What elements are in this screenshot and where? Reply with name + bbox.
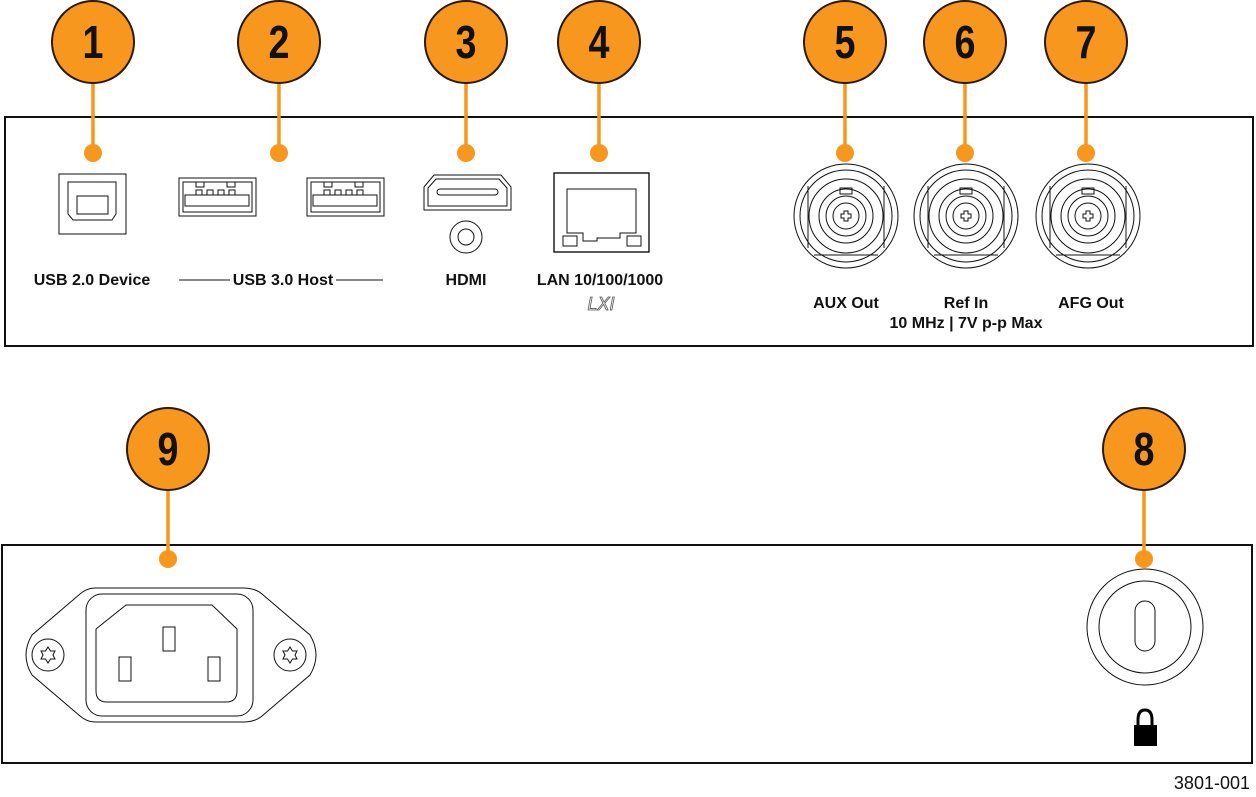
callout-number: 4 — [589, 16, 611, 67]
callout-number: 9 — [158, 423, 179, 474]
callout-bubble — [51, 0, 135, 84]
callout-bubble — [237, 0, 321, 84]
callout-dot — [84, 144, 102, 162]
audio-jack-icon — [449, 220, 483, 254]
callout-dot — [1077, 144, 1095, 162]
usb-host-label: USB 3.0 Host — [233, 272, 334, 289]
callout-dot — [457, 144, 475, 162]
callout-dot — [956, 144, 974, 162]
callout-marker: 3 — [424, 0, 508, 162]
callout-marker: 7 — [1044, 0, 1128, 162]
usb-a-port-icon — [306, 177, 385, 217]
callout-bubble — [557, 0, 641, 84]
rj45-port-icon — [553, 172, 650, 253]
callout-marker: 6 — [923, 0, 1007, 162]
security-lock-slot-icon — [1086, 568, 1204, 686]
ref-in-spec-label: 10 MHz | 7V p-p Max — [890, 315, 1043, 332]
callout-bubble — [126, 407, 210, 491]
callout-bubble — [1044, 0, 1128, 84]
hdmi-label: HDMI — [446, 272, 487, 289]
usb-device-label: USB 2.0 Device — [34, 272, 151, 289]
callout-bubble — [424, 0, 508, 84]
callout-bubble — [923, 0, 1007, 84]
callout-marker: 4 — [557, 0, 641, 162]
callout-marker: 8 — [1102, 407, 1186, 568]
callout-number: 5 — [835, 16, 856, 67]
usb-a-port-icon — [178, 177, 257, 217]
callout-marker: 9 — [126, 407, 210, 568]
figure-id: 3801-001 — [1174, 773, 1250, 793]
hdmi-port-icon — [423, 174, 512, 211]
ac-power-inlet-icon — [25, 587, 317, 723]
callout-bubble — [803, 0, 887, 84]
callout-marker: 2 — [237, 0, 321, 162]
ref-in-label: Ref In — [944, 295, 988, 312]
callout-number: 3 — [456, 16, 477, 67]
bnc-connector-icon — [913, 163, 1019, 269]
afg-out-label: AFG Out — [1058, 295, 1124, 312]
lxi-logo: LXI — [587, 294, 614, 314]
aux-out-label: AUX Out — [813, 295, 879, 312]
callout-marker: 5 — [803, 0, 887, 162]
bnc-connector-icon — [1035, 163, 1141, 269]
lan-label: LAN 10/100/1000 — [537, 272, 663, 289]
callout-number: 1 — [83, 16, 104, 67]
callout-bubble — [1102, 407, 1186, 491]
callout-dot — [590, 144, 608, 162]
callout-dot — [836, 144, 854, 162]
bottom-panel — [1, 544, 1253, 764]
screw-icon — [282, 646, 298, 664]
callout-marker: 1 — [51, 0, 135, 162]
callout-number: 6 — [955, 16, 976, 67]
padlock-icon — [1134, 708, 1157, 746]
callout-number: 2 — [269, 16, 290, 67]
bnc-connector-icon — [793, 163, 899, 269]
screw-icon — [40, 646, 56, 664]
usb-b-port-icon — [58, 173, 127, 235]
callout-dot — [1135, 550, 1153, 568]
callout-dot — [159, 550, 177, 568]
callout-dot — [270, 144, 288, 162]
callout-number: 8 — [1134, 423, 1155, 474]
callout-number: 7 — [1076, 16, 1097, 67]
